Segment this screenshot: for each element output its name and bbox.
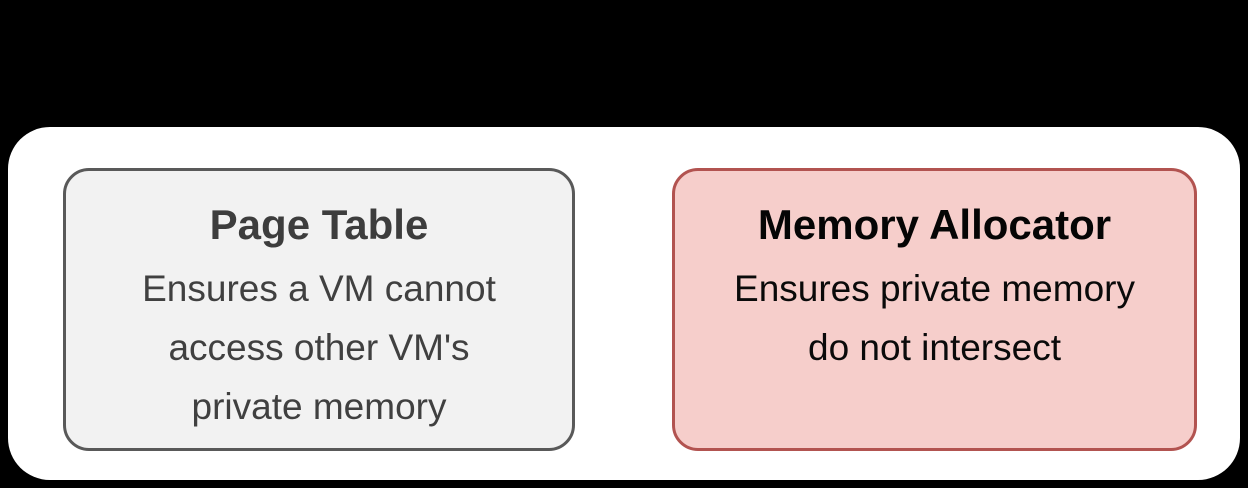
memory-allocator-title: Memory Allocator [757, 201, 1112, 248]
page-table-line: private memory [191, 386, 447, 427]
concept-box-memory-allocator: Memory Allocator Ensures private memory … [672, 168, 1197, 451]
memory-allocator-line: do not intersect [808, 327, 1061, 368]
page-table-line: access other VM's [168, 327, 470, 368]
page-table-line: Ensures a VM cannot [142, 268, 496, 309]
concept-box-page-table: Page Table Ensures a VM cannot access ot… [63, 168, 575, 451]
slide-panel: Page Table Ensures a VM cannot access ot… [8, 127, 1240, 480]
page-table-title: Page Table [209, 201, 429, 248]
memory-allocator-line: Ensures private memory [734, 268, 1135, 309]
